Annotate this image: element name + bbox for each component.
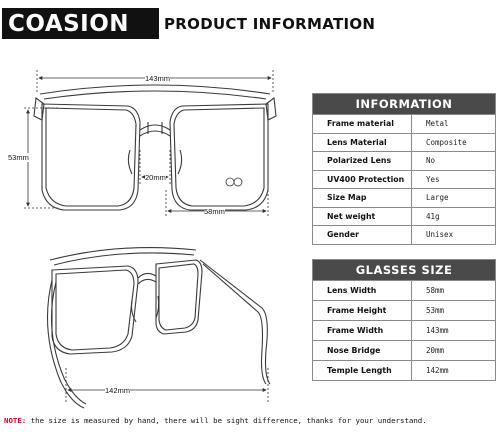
measurement-note: NOTE: the size is measured by hand, ther… xyxy=(4,416,498,426)
glasses-diagram-svg xyxy=(24,70,277,409)
table-row: Frame Height 53mm xyxy=(313,300,495,320)
angled-view xyxy=(46,246,271,409)
dim-temple-length xyxy=(65,368,269,402)
information-table-title: INFORMATION xyxy=(313,94,495,114)
row-value: 53mm xyxy=(426,306,445,315)
nose-bridge-label: 20mm xyxy=(145,173,166,182)
row-label: Lens Material xyxy=(313,133,412,151)
bridge xyxy=(139,124,171,131)
table-row: Frame material Metal xyxy=(313,114,495,133)
row-label: Frame material xyxy=(313,115,412,133)
front-view xyxy=(33,84,277,211)
brand-logo-box xyxy=(2,8,159,39)
glasses-diagram: 143mm 53mm 20mm 58mm 142mm xyxy=(0,50,310,410)
table-row: Nose Bridge 20mm xyxy=(313,340,495,360)
page-title: PRODUCT INFORMATION xyxy=(164,15,376,33)
row-value: Composite xyxy=(426,137,467,147)
row-label: Size Map xyxy=(313,189,412,207)
angled-right-lens xyxy=(155,259,203,335)
row-label: Net weight xyxy=(313,207,412,225)
right-temple xyxy=(199,259,271,385)
right-lens-inner xyxy=(173,107,265,207)
row-value: 58mm xyxy=(426,286,445,295)
glasses-size-table: GLASSES SIZE Lens Width 58mm Frame Heigh… xyxy=(312,259,496,381)
row-label: Frame Width xyxy=(313,321,412,340)
left-lens-inner xyxy=(45,107,137,207)
row-label: Polarized Lens xyxy=(313,152,412,170)
table-row: Net weight 41g xyxy=(313,206,495,225)
row-label: Frame Height xyxy=(313,301,412,320)
left-lens-outline xyxy=(41,103,141,211)
temple-length-label: 142mm xyxy=(105,386,131,395)
row-value: No xyxy=(426,156,436,166)
row-label: Gender xyxy=(313,226,412,244)
note-label: NOTE: xyxy=(4,416,27,425)
note-text: the size is measured by hand, there will… xyxy=(26,416,427,425)
left-temple xyxy=(46,279,85,409)
row-label: Temple Length xyxy=(313,361,412,380)
frame-width-label: 143mm xyxy=(145,74,171,83)
row-value: 20mm xyxy=(426,346,445,355)
row-value: Large xyxy=(426,193,449,203)
glasses-size-table-title: GLASSES SIZE xyxy=(313,260,495,280)
top-bar-outer xyxy=(39,84,271,95)
row-value: Metal xyxy=(426,119,449,129)
information-table: INFORMATION Frame material Metal Lens Ma… xyxy=(312,93,496,245)
row-value: 142mm xyxy=(426,366,449,375)
table-row: Gender Unisex xyxy=(313,225,495,244)
top-bar-inner xyxy=(43,90,267,100)
table-row: Temple Length 142mm xyxy=(313,360,495,380)
row-value: Unisex xyxy=(426,230,454,240)
brand-logo: COASION xyxy=(8,11,130,37)
table-row: Size Map Large xyxy=(313,188,495,207)
lens-width-label: 58mm xyxy=(204,207,225,216)
angled-left-lens xyxy=(51,265,139,355)
row-label: Lens Width xyxy=(313,281,412,300)
frame-height-label: 53mm xyxy=(8,153,29,162)
table-row: Lens Width 58mm xyxy=(313,280,495,300)
row-value: 143mm xyxy=(426,326,449,335)
row-value: Yes xyxy=(426,174,440,184)
table-row: UV400 Protection Yes xyxy=(313,169,495,188)
header: COASION PRODUCT INFORMATION xyxy=(0,0,500,46)
right-lens-outline xyxy=(169,103,269,211)
row-value: 41g xyxy=(426,211,440,221)
row-label: UV400 Protection xyxy=(313,170,412,188)
row-label: Nose Bridge xyxy=(313,341,412,360)
table-row: Frame Width 143mm xyxy=(313,320,495,340)
table-row: Polarized Lens No xyxy=(313,151,495,170)
table-row: Lens Material Composite xyxy=(313,132,495,151)
